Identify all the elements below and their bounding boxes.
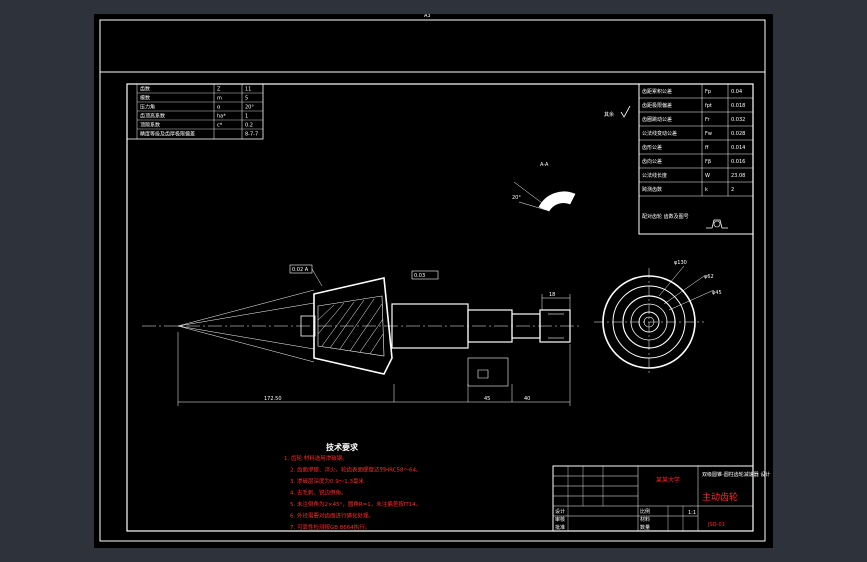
check-row-name: 齿距极限偏差 (642, 102, 672, 109)
dim-ring-middle: φ62 (704, 274, 714, 280)
check-row-symbol: Fp (705, 89, 711, 95)
title-block-label: 批准 (555, 524, 565, 531)
svg-text:0.02 A: 0.02 A (292, 267, 309, 273)
gear-shaft-drawing: A3 齿数 Z 11 模数 m 5 压力角 α 20° 齿顶高系数 ha* 1 顶隙系数 c* 0.2 精度等… (99, 13, 770, 542)
sheet-size-label: A3 (424, 14, 431, 19)
tech-requirement-item: 7. 可靠性检测按GB 8664执行。 (290, 523, 370, 531)
title-block-drawing-no: JSQ-01 (707, 522, 725, 528)
tech-requirement-item: 1. 齿轮 材料选用渗碳钢。 (284, 454, 348, 462)
gear-tooth-sketch (706, 219, 728, 229)
svg-text:A-A: A-A (540, 162, 549, 168)
params-row-value: 20° (245, 105, 254, 111)
svg-text:20°: 20° (512, 195, 521, 201)
inner-frame (126, 83, 754, 532)
check-row-value: 0.028 (731, 131, 745, 137)
check-row-name: 齿形公差 (642, 144, 662, 151)
params-row-symbol: c* (217, 123, 223, 129)
tech-requirement-item: 6. 外径需要对齿面进行磷化处理。 (290, 512, 374, 520)
check-row-name: 齿距累积公差 (642, 88, 672, 95)
svg-text:0.03: 0.03 (414, 273, 425, 279)
check-table: 齿距累积公差 Fp 0.04 齿距极限偏差 fpt 0.018 齿圈跳动公差 Fr 0.032 公… (638, 83, 754, 235)
params-row-name: 模数 (140, 95, 150, 102)
section-a-a: A-A 20° (512, 162, 576, 212)
title-block-scale: 1:1 (688, 510, 696, 516)
check-row-value: 23.08 (731, 173, 745, 179)
tech-requirements: 技术要求 1. 齿轮 材料选用渗碳钢。 2. 齿面渗碳、淬火，轮齿表面硬度达到HR… (284, 442, 422, 531)
title-block-label: 比例 (640, 508, 650, 515)
params-row-value: 11 (245, 87, 251, 93)
cone-construction-lines (177, 289, 315, 363)
dim-section-mid: 45 (484, 396, 490, 402)
tolerance-frame-1: 0.02 A (289, 264, 323, 287)
params-row-name: 齿数 (140, 86, 150, 93)
params-row-value: 8-7-7 (245, 132, 258, 138)
check-row-value: 0.016 (731, 159, 745, 165)
end-view (594, 265, 715, 376)
tech-requirement-item: 3. 渗碳层深度为0.9～1.3毫米 (290, 477, 364, 485)
params-row-value: 5 (245, 96, 248, 102)
params-row-name: 精度等级及齿厚极限偏差 (140, 131, 195, 138)
surface-finish-mark: 其余 (604, 105, 631, 118)
check-table-footer: 配对齿轮 齿数及图号 (642, 213, 689, 220)
title-block-project: 双级圆锥-圆柱齿轮减速器 设计 (702, 471, 770, 478)
title-block: 某某大学 双级圆锥-圆柱齿轮减速器 设计 主动齿轮 1:1 JSQ-01 设计审… (552, 465, 770, 532)
outer-frame (99, 19, 766, 542)
check-row-symbol: W (705, 173, 710, 179)
check-row-name: 齿向公差 (642, 158, 662, 165)
keyway-detail (467, 357, 509, 387)
params-row-symbol: α (217, 105, 221, 111)
title-block-label: 材料 (640, 516, 650, 523)
dim-section-right: 40 (524, 396, 530, 402)
title-block-label: 设计 (555, 508, 565, 515)
title-block-part-name: 主动齿轮 (702, 491, 738, 503)
check-row-symbol: Fβ (705, 159, 711, 165)
params-row-symbol: m (217, 96, 222, 102)
title-block-label: 数量 (640, 524, 650, 531)
check-row-symbol: Fr (705, 117, 711, 123)
tech-requirement-item: 5. 未注倒角为2×45°，圆角R=1，未注偏差按IT14。 (290, 500, 421, 508)
tech-requirement-item: 4. 去毛刺、锐边倒角。 (290, 489, 347, 497)
check-row-symbol: ff (705, 145, 709, 151)
shaft-steps (391, 303, 571, 349)
dim-ring-outer: φ130 (674, 260, 687, 266)
check-row-symbol: fpt (705, 103, 712, 109)
check-row-value: 0.014 (731, 145, 745, 151)
params-row-name: 顶隙系数 (140, 122, 160, 129)
dimension-lines (177, 294, 571, 406)
check-row-symbol: Fw (705, 131, 712, 137)
check-row-value: 0.018 (731, 103, 745, 109)
params-row-value: 0.2 (245, 123, 253, 129)
check-row-name: 公法线长度 (642, 172, 667, 179)
check-row-value: 0.032 (731, 117, 745, 123)
params-row-value: 1 (245, 114, 248, 120)
check-row-symbol: k (705, 187, 708, 193)
tech-requirements-title: 技术要求 (326, 442, 359, 452)
title-block-label: 审核 (555, 516, 565, 523)
cad-canvas: A3 齿数 Z 11 模数 m 5 压力角 α 20° 齿顶高系数 ha* 1 顶隙系数 c* 0.2 精度等… (94, 13, 773, 548)
dim-flat: 18 (549, 292, 555, 298)
tolerance-frame-2: 0.03 (411, 270, 439, 280)
check-row-value: 0.04 (731, 89, 742, 95)
svg-text:其余: 其余 (604, 111, 614, 118)
params-row-symbol: Z (217, 87, 221, 93)
check-row-value: 2 (731, 187, 734, 193)
params-row-name: 齿顶高系数 (140, 113, 165, 120)
title-block-school: 某某大学 (656, 476, 680, 484)
dim-overall-length: 172.50 (264, 396, 282, 402)
check-row-name: 公法线变动公差 (642, 130, 677, 137)
dim-ring-inner: φ45 (712, 290, 722, 296)
bevel-gear-body (300, 277, 393, 375)
check-row-name: 齿圈跳动公差 (642, 116, 672, 123)
params-row-name: 压力角 (140, 104, 155, 111)
check-row-name: 跨测齿数 (642, 186, 662, 193)
params-table: 齿数 Z 11 模数 m 5 压力角 α 20° 齿顶高系数 ha* 1 顶隙系数 c* 0.2 精度等级及齿… (126, 83, 264, 140)
params-row-symbol: ha* (217, 114, 226, 120)
tech-requirement-item: 2. 齿面渗碳、淬火，轮齿表面硬度达到HRC58～64。 (290, 466, 422, 474)
